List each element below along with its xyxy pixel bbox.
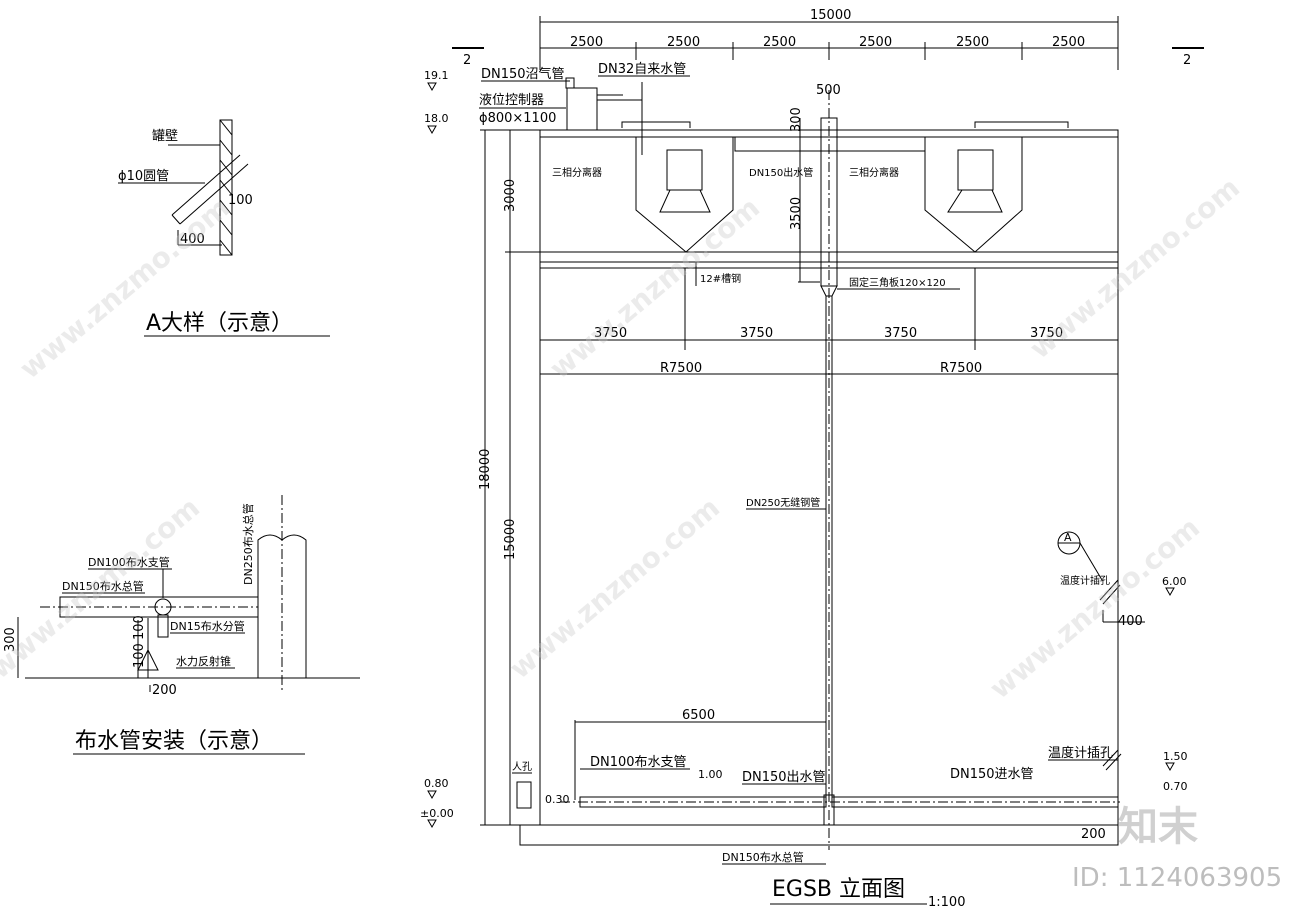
dim-100: 100 xyxy=(228,193,253,208)
image-id: ID: 1124063905 xyxy=(1072,863,1282,893)
dim-total-height: 18000 xyxy=(478,449,493,490)
dim-400: 400 xyxy=(180,232,205,247)
dim-upper-height: 3000 xyxy=(503,179,518,212)
dn100-branch-label: DN100布水支管 xyxy=(88,555,170,569)
main-title: EGSB 立面图 xyxy=(772,877,905,902)
detail-a-ref: A xyxy=(1064,531,1072,544)
outlet-pipe-label: DN150出水管 xyxy=(749,166,813,179)
dim-3750-2: 3750 xyxy=(740,326,773,341)
separator-right xyxy=(924,121,1069,253)
dn150-main-label: DN150布水总管 xyxy=(62,579,144,593)
dn100-branch-label-main: DN100布水支管 xyxy=(590,755,687,770)
egsb-elevation: 15000 2500 2500 2500 2500 2500 2500 2 2 xyxy=(420,8,1204,910)
pipe-install-detail: DN100布水支管 DN150布水总管 DN15布水分管 水力反射锥 DN250… xyxy=(3,495,360,755)
level-1-00: 1.00 xyxy=(698,768,723,781)
dim-seg-2: 2500 xyxy=(667,35,700,50)
dim-200: 200 xyxy=(152,683,177,698)
level-0-00: ±0.00 xyxy=(420,807,454,820)
level-ctrl-size: ϕ800×1100 xyxy=(479,111,556,126)
dim-radius-right: R7500 xyxy=(940,361,982,376)
dim-seg-3: 2500 xyxy=(763,35,796,50)
tap-water-label: DN32自来水管 xyxy=(598,62,686,77)
level-controller xyxy=(566,87,598,131)
watermark-1: www.znzmo.com xyxy=(13,191,236,385)
watermark-5: www.znzmo.com xyxy=(983,511,1206,705)
tank-wall-section xyxy=(219,119,233,256)
biogas-pipe-label: DN150沼气管 xyxy=(481,66,565,82)
level-ctrl-label: 液位控制器 xyxy=(479,93,544,108)
level-6-00: 6.00 xyxy=(1162,575,1187,588)
level-0-70: 0.70 xyxy=(1163,780,1188,793)
level-0-80: 0.80 xyxy=(424,777,449,790)
dim-300: 300 xyxy=(3,627,18,652)
dim-6500: 6500 xyxy=(682,708,715,723)
seamless-pipe-label: DN250无缝钢管 xyxy=(746,496,820,509)
level-18-0: 18.0 xyxy=(424,112,449,125)
dim-3750-3: 3750 xyxy=(884,326,917,341)
foundation xyxy=(519,824,1119,846)
detail-a-title: A大样（示意） xyxy=(146,311,293,336)
dn250-label: DN250布水总管 xyxy=(241,503,255,585)
dim-lower-height: 15000 xyxy=(503,519,518,560)
channel-steel-label: 12#槽钢 xyxy=(700,272,741,285)
temp-hole-label-1: 温度计插孔 xyxy=(1060,574,1110,587)
dim-seg-6: 2500 xyxy=(1052,35,1085,50)
brand-logo: 知末 xyxy=(1118,804,1198,850)
dn250-main-pipe-section xyxy=(257,534,307,679)
dn15-sub-label: DN15布水分管 xyxy=(170,619,245,633)
inlet-label: DN150进水管 xyxy=(950,767,1034,782)
dn15-sub-pipe xyxy=(157,614,169,638)
manhole xyxy=(516,781,532,809)
dim-radius-left: R7500 xyxy=(660,361,702,376)
level-1-50: 1.50 xyxy=(1163,750,1188,763)
dim-500: 500 xyxy=(816,83,841,98)
dim-100b: 100 xyxy=(132,643,147,668)
dim-seg-1: 2500 xyxy=(570,35,603,50)
temp-hole-label-2: 温度计插孔 xyxy=(1048,745,1113,761)
round-pipe-label: ϕ10圆管 xyxy=(118,169,169,184)
main-scale: 1:100 xyxy=(928,895,965,910)
dim-seg-4: 2500 xyxy=(859,35,892,50)
dim-100a: 100 xyxy=(132,615,147,640)
dim-overall-width: 15000 xyxy=(810,8,851,23)
section-mark-right: 2 xyxy=(1183,53,1191,68)
separator-left xyxy=(621,121,734,253)
hydraulic-cone xyxy=(137,648,159,671)
pipe-install-title: 布水管安装（示意） xyxy=(75,729,273,754)
section-mark-left: 2 xyxy=(463,53,471,68)
tank-wall-label: 罐壁 xyxy=(152,129,178,144)
manhole-label: 人孔 xyxy=(512,761,532,773)
dim-3750-4: 3750 xyxy=(1030,326,1063,341)
watermarks: www.znzmo.com www.znzmo.com www.znzmo.co… xyxy=(0,171,1282,893)
separator-left-label: 三相分离器 xyxy=(552,166,602,179)
watermark-3: www.znzmo.com xyxy=(543,191,766,385)
detail-a: 罐壁 ϕ10圆管 100 400 A大样（示意） xyxy=(118,119,330,337)
level-marks: 19.1 18.0 6.00 1.50 1.00 0.80 0.70 0.30 … xyxy=(420,69,1188,820)
level-0-30: 0.30 xyxy=(545,793,570,806)
dim-3750-1: 3750 xyxy=(594,326,627,341)
cone-label: 水力反射锥 xyxy=(176,654,231,668)
level-19-1: 19.1 xyxy=(424,69,449,82)
round-pipe xyxy=(171,154,249,225)
dim-200-right: 200 xyxy=(1081,827,1106,842)
triangle-plate-label: 固定三角板120×120 xyxy=(849,276,946,289)
dim-seg-5: 2500 xyxy=(956,35,989,50)
dim-400-right: 400 xyxy=(1118,614,1143,629)
outlet-bottom-label: DN150出水管 xyxy=(742,770,826,785)
top-channel xyxy=(734,136,926,152)
dist-main-label: DN150布水总管 xyxy=(722,850,804,864)
separator-right-label: 三相分离器 xyxy=(849,166,899,179)
dim-300: 300 xyxy=(789,107,804,132)
watermark-4: www.znzmo.com xyxy=(503,491,726,685)
dim-3500: 3500 xyxy=(789,197,804,230)
